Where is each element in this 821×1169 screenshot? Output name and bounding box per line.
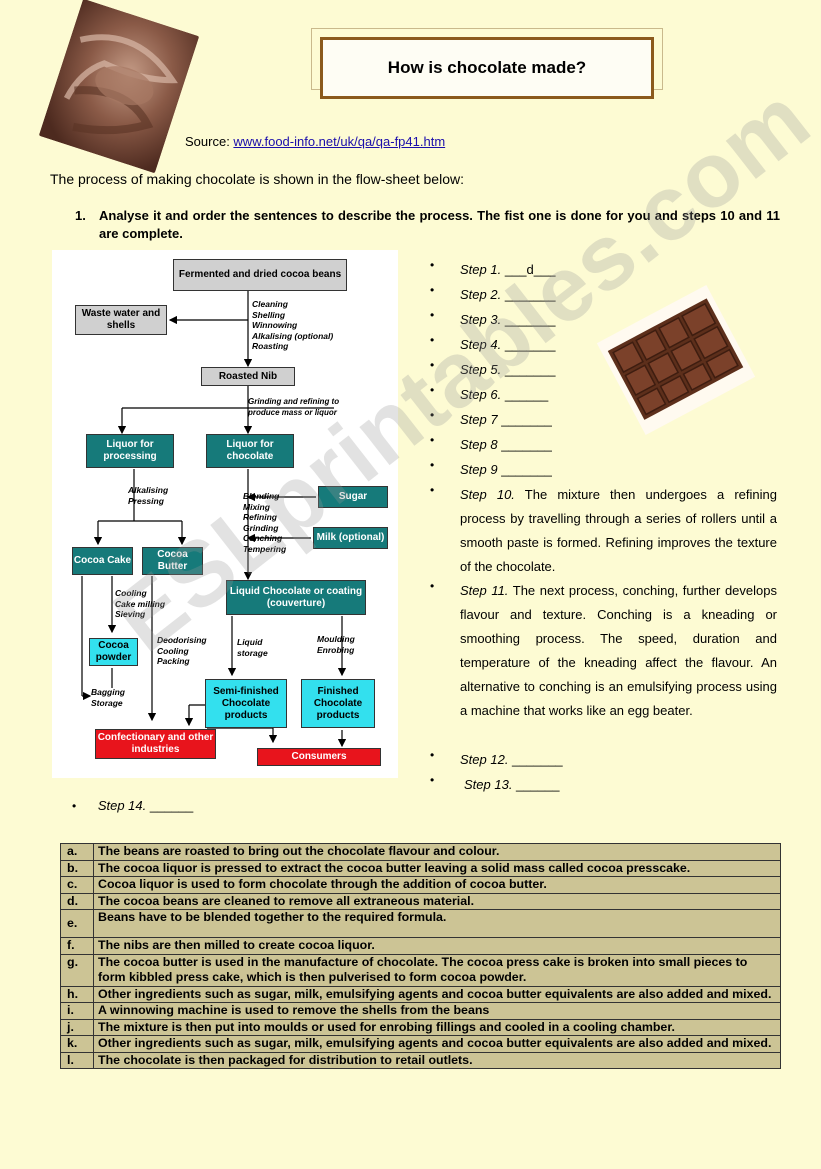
list-item: •Step 7 _______ [430, 408, 552, 427]
table-row: j.The mixture is then put into moulds or… [60, 1018, 781, 1036]
process-flowchart: Fermented and dried cocoa beans Waste wa… [52, 250, 398, 778]
question-1: 1. Analyse it and order the sentences to… [75, 207, 780, 243]
node-liquor-processing: Liquor for processing [86, 434, 174, 468]
melted-chocolate-photo [38, 0, 200, 174]
node-fermented-beans: Fermented and dried cocoa beans [173, 259, 347, 291]
table-row: a.The beans are roasted to bring out the… [60, 843, 781, 861]
bullet-icon: • [430, 773, 435, 787]
node-liquor-chocolate: Liquor for chocolate [206, 434, 294, 468]
bullet-icon: • [430, 308, 435, 322]
table-row: h.Other ingredients such as sugar, milk,… [60, 985, 781, 1003]
list-item: •Step 5. _______ [430, 358, 556, 377]
list-item: •Step 2. _______ [430, 283, 556, 302]
node-liquid-chocolate: Liquid Chocolate or coating (couverture) [226, 580, 366, 615]
bullet-icon: • [430, 433, 435, 447]
question-text: Analyse it and order the sentences to de… [99, 208, 780, 241]
node-consumers: Consumers [257, 748, 381, 766]
table-row: b.The cocoa liquor is pressed to extract… [60, 859, 781, 877]
list-item: •Step 3. _______ [430, 308, 556, 327]
list-item: •Step 8 _______ [430, 433, 552, 452]
node-cocoa-butter: Cocoa Butter [142, 547, 203, 575]
page-title: How is chocolate made? [320, 37, 654, 99]
bullet-icon: • [430, 748, 435, 762]
chocolate-bar-photo [590, 276, 763, 444]
bullet-icon: • [430, 333, 435, 347]
table-row: i.A winnowing machine is used to remove … [60, 1002, 781, 1020]
flowchart-arrows [81, 291, 347, 748]
node-cocoa-cake: Cocoa Cake [72, 547, 133, 575]
bullet-icon: • [430, 383, 435, 397]
table-row: f.The nibs are then milled to create coc… [60, 937, 781, 955]
bullet-icon: • [430, 483, 435, 497]
node-sugar: Sugar [318, 486, 388, 508]
list-item: •Step 4. _______ [430, 333, 556, 352]
table-row: l.The chocolate is then packaged for dis… [60, 1051, 781, 1069]
node-finished-products: Finished Chocolate products [301, 679, 375, 728]
table-row: e.Beans have to be blended together to t… [60, 909, 781, 938]
table-row: c.Cocoa liquor is used to form chocolate… [60, 876, 781, 894]
list-item: •Step 1. ___d___ [430, 258, 556, 277]
list-item: •Step 10. The mixture then undergoes a r… [430, 483, 777, 574]
table-row: d.The cocoa beans are cleaned to remove … [60, 892, 781, 910]
list-item: •Step 6. ______ [430, 383, 549, 402]
node-roasted-nib: Roasted Nib [201, 367, 295, 386]
bullet-icon: • [430, 458, 435, 472]
bullet-icon: • [430, 408, 435, 422]
node-milk: Milk (optional) [313, 527, 388, 549]
table-row: k.Other ingredients such as sugar, milk,… [60, 1035, 781, 1053]
intro-text: The process of making chocolate is shown… [50, 171, 464, 187]
bullet-icon: • [430, 358, 435, 372]
list-item: •Step 13. ______ [430, 773, 560, 792]
list-item: •Step 11. The next process, conching, fu… [430, 579, 777, 718]
sentences-table: a.The beans are roasted to bring out the… [60, 843, 781, 1069]
node-waste-water: Waste water and shells [75, 305, 167, 335]
bullet-icon: • [430, 258, 435, 272]
bullet-icon: • [72, 799, 77, 813]
node-confectionary: Confectionary and other industries [95, 729, 216, 759]
node-semi-finished: Semi-finished Chocolate products [205, 679, 287, 728]
node-cocoa-powder: Cocoa powder [89, 638, 138, 666]
list-item: •Step 12. _______ [430, 748, 563, 767]
source-line: Source: www.food-info.net/uk/qa/qa-fp41.… [185, 134, 445, 149]
source-link[interactable]: www.food-info.net/uk/qa/qa-fp41.htm [233, 134, 446, 149]
step-14: • Step 14. ______ [72, 798, 194, 813]
source-prefix: Source: [185, 134, 234, 149]
bullet-icon: • [430, 283, 435, 297]
table-row: g.The cocoa butter is used in the manufa… [60, 953, 781, 987]
list-item: •Step 9 _______ [430, 458, 552, 477]
bullet-icon: • [430, 579, 435, 593]
question-number: 1. [75, 208, 86, 223]
